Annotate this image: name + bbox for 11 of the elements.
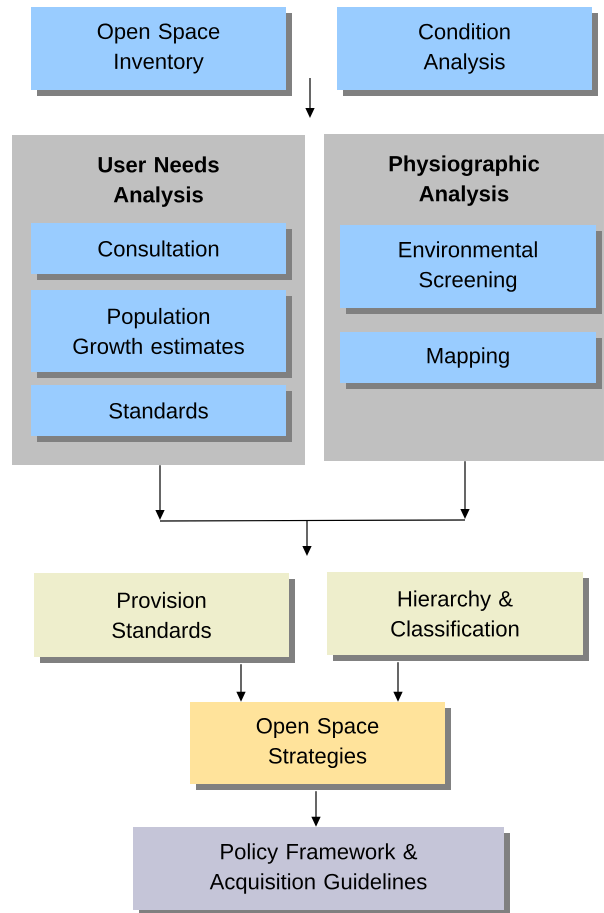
process-box: Population Growth estimates <box>31 290 292 378</box>
process-box: Standards <box>31 385 292 442</box>
process-box: Condition Analysis <box>337 7 598 96</box>
process-box: Environmental Screening <box>340 225 602 314</box>
process-box: Consultation <box>31 223 292 280</box>
process-box: Open Space Inventory <box>31 7 292 96</box>
process-box: Mapping <box>340 332 602 389</box>
process-box: Open Space Strategies <box>190 702 451 790</box>
process-box: Hierarchy & Classification <box>327 572 589 661</box>
process-box: Provision Standards <box>34 573 295 663</box>
process-box: Policy Framework & Acquisition Guidelines <box>133 827 510 913</box>
